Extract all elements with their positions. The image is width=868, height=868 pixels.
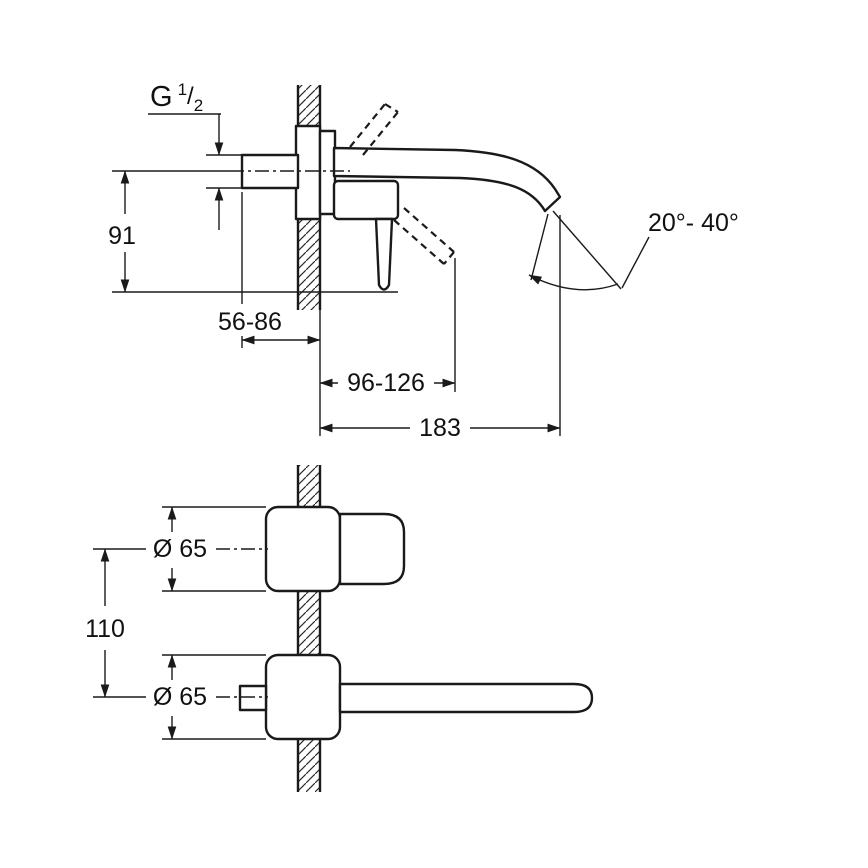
lever-phantom-mid: [393, 207, 455, 265]
lever-phantom-up: [349, 103, 399, 156]
lever-down: [374, 217, 394, 291]
angle-range-label: 20°- 40°: [648, 209, 739, 237]
supply-connection: [240, 153, 300, 190]
handle-housing: [332, 179, 400, 221]
dim-height-91-label: 91: [108, 222, 136, 250]
spout-escutcheon-front: [264, 653, 342, 741]
escutcheon-side: [318, 129, 337, 216]
dim-center-110-label: 110: [85, 615, 125, 643]
dim-110: 110: [85, 548, 146, 698]
handle-knob-front: [338, 512, 406, 586]
supply-stub-front: [238, 684, 268, 712]
dia-top-escutcheon-label: Ø 65: [153, 535, 207, 563]
dim-91: 91: [108, 170, 398, 293]
handle-escutcheon-front: [264, 505, 342, 593]
spray-angle-annotation: 20°- 40°: [528, 209, 739, 291]
dim-spout-183-label: 183: [419, 414, 461, 442]
dim-dia-bottom: Ø 65: [153, 654, 268, 740]
dia-bottom-escutcheon-label: Ø 65: [153, 683, 207, 711]
front-view: Ø 65 110 Ø 65: [85, 465, 594, 792]
wall-flange: [294, 124, 322, 221]
spout-front: [338, 682, 594, 714]
dim-96-126: 96-126: [319, 258, 456, 397]
spout-side: [332, 146, 562, 213]
dim-dia-top: Ø 65: [153, 506, 268, 592]
dim-56-86: 56-86: [218, 192, 321, 348]
dim-183: 183: [319, 215, 561, 442]
dim-depth-56-86-label: 56-86: [218, 308, 282, 336]
dim-handle-96-126-label: 96-126: [347, 369, 425, 397]
